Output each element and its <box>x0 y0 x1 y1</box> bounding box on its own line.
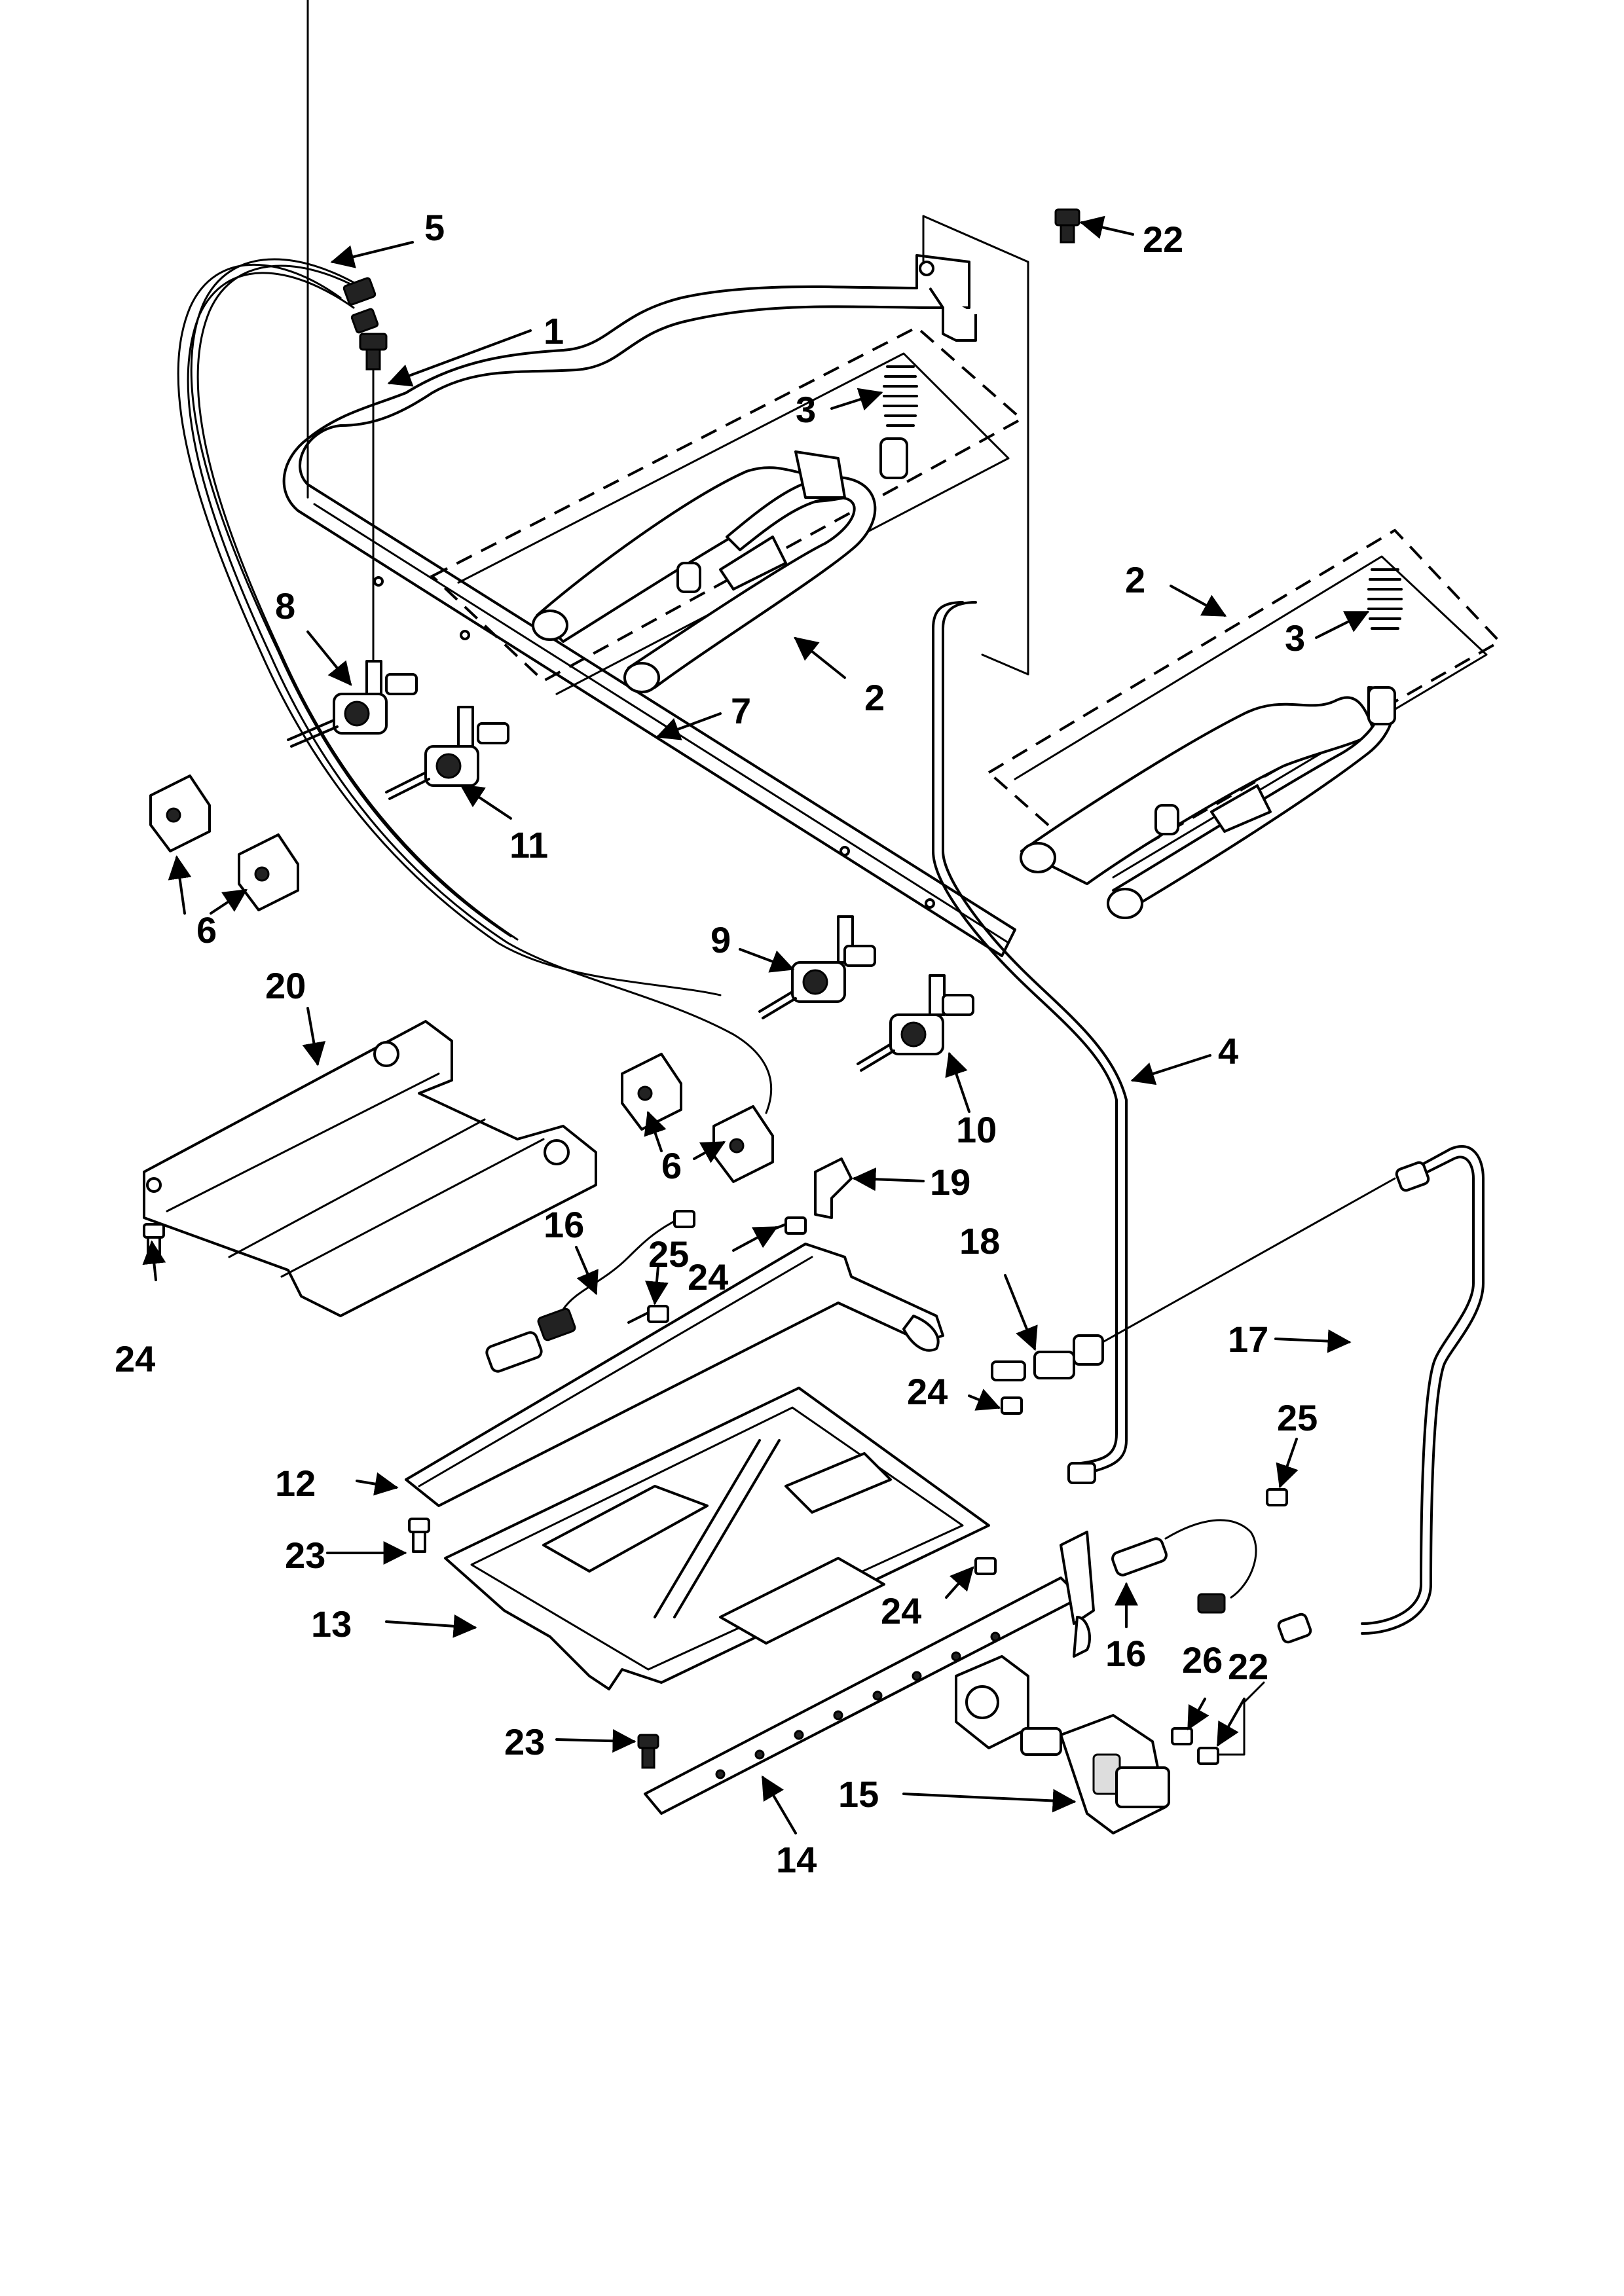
callout-7: 7 <box>731 690 751 731</box>
callout-24-right: 24 <box>907 1371 948 1412</box>
heat-deflector <box>444 1387 990 1690</box>
callout-6-mid: 6 <box>661 1145 682 1186</box>
switch-6c <box>621 1053 682 1131</box>
callout-26: 26 <box>1182 1639 1223 1681</box>
valve-11 <box>385 706 509 800</box>
callout-17: 17 <box>1228 1319 1268 1360</box>
callout-2-left: 2 <box>864 677 885 718</box>
gas-regulator <box>955 1655 1170 1834</box>
callout-18: 18 <box>959 1220 1000 1262</box>
callout-labels: 5 22 1 3 2 3 8 2 7 11 6 9 20 4 10 6 19 1… <box>115 207 1318 1880</box>
callout-3-lower: 3 <box>1285 617 1305 659</box>
gas-tube <box>932 601 1128 1484</box>
callout-22-top: 22 <box>1143 219 1183 260</box>
callout-10: 10 <box>956 1109 997 1150</box>
valve-18 <box>991 1177 1396 1381</box>
leader-lines <box>142 215 1370 1834</box>
callout-5: 5 <box>424 207 445 248</box>
spring-lower <box>1367 568 1403 630</box>
callout-25-mid: 25 <box>648 1233 689 1275</box>
screw-24-right <box>1001 1396 1023 1415</box>
callout-8: 8 <box>275 585 295 627</box>
mounting-bracket <box>922 215 1029 676</box>
callout-9: 9 <box>710 919 731 960</box>
screw-25-right <box>1266 1488 1288 1506</box>
igniter-lower <box>1111 1519 1257 1614</box>
callout-3-upper: 3 <box>796 389 816 430</box>
screw-1 <box>359 333 388 663</box>
burner-tube <box>405 1243 944 1507</box>
callout-4: 4 <box>1218 1030 1238 1072</box>
gas-tube-right <box>1277 1145 1485 1644</box>
screw-22-top <box>1054 208 1080 244</box>
callout-16-upper: 16 <box>544 1204 584 1245</box>
wire-harness <box>177 258 773 1114</box>
screw-23-top <box>408 1518 430 1553</box>
valve-8 <box>287 660 418 748</box>
callout-24-lower: 24 <box>881 1590 921 1631</box>
cover-plate <box>143 1020 597 1317</box>
callout-12: 12 <box>275 1463 316 1504</box>
callout-2-right: 2 <box>1125 559 1145 600</box>
callout-22-bottom: 22 <box>1228 1646 1268 1687</box>
callout-23-top: 23 <box>285 1535 325 1576</box>
callout-6-left: 6 <box>196 909 217 951</box>
manifold-pipe <box>282 0 1016 957</box>
callout-23-bottom: 23 <box>504 1721 545 1762</box>
callout-1: 1 <box>544 310 564 352</box>
callout-16-lower: 16 <box>1105 1633 1146 1674</box>
callout-20: 20 <box>265 965 306 1006</box>
callout-15: 15 <box>838 1774 879 1815</box>
burner-assembly-right <box>986 528 1502 919</box>
callout-14: 14 <box>776 1839 817 1880</box>
callout-11: 11 <box>509 824 548 866</box>
screw-23-bottom <box>637 1734 659 1769</box>
screw-24-lower <box>974 1557 997 1575</box>
burner-assembly-left <box>430 325 1024 695</box>
switch-6b <box>238 833 299 911</box>
valve-9 <box>758 915 876 1019</box>
screw-26 <box>1171 1727 1193 1745</box>
spring-upper <box>883 365 918 427</box>
screw-22-bottom <box>1197 1681 1265 1765</box>
broil-burner <box>644 1531 1095 1815</box>
callout-24-mid: 24 <box>688 1256 728 1298</box>
valve-10 <box>857 974 974 1072</box>
callout-24-left: 24 <box>115 1338 155 1379</box>
switch-6a <box>149 774 211 852</box>
callout-13: 13 <box>311 1603 352 1645</box>
callout-25-right: 25 <box>1277 1397 1318 1438</box>
screw-25-mid <box>627 1305 669 1324</box>
screw-24-mid <box>768 1216 807 1235</box>
callout-19: 19 <box>930 1161 970 1203</box>
bracket-19 <box>814 1157 853 1219</box>
